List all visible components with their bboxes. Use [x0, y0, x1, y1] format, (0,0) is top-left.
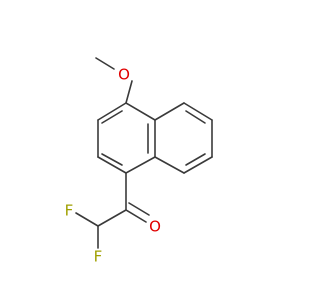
bond-ring-a-6 — [125, 102, 156, 121]
bond-ring-b-2-inner — [185, 110, 206, 124]
bond-methyl-to-oxygen — [95, 57, 115, 70]
methoxy-oxygen-label: O — [118, 66, 130, 84]
bottom-fluorine-label: F — [94, 248, 103, 266]
bond-ring-b-2 — [183, 102, 213, 121]
bond-ring-b-4 — [183, 156, 213, 174]
bond-carbonyl-inner — [128, 202, 150, 216]
bond-ring-a-3 — [97, 156, 127, 174]
structure-canvas: O O F F — [64, 57, 213, 266]
bond-ring-a-4 — [125, 156, 156, 174]
carbonyl-oxygen-label: O — [149, 218, 161, 236]
bond-ring-a-1 — [97, 102, 127, 121]
molecule-diagram: O O F F — [65, 57, 213, 266]
bond-ring-a-3-inner — [101, 153, 123, 166]
bond-carbonyl-carbon-to-cf2 — [97, 209, 127, 227]
bond-ring-b-1 — [154, 102, 185, 121]
bond-carbonyl-outer — [125, 209, 147, 223]
bond-ring-b-5 — [154, 156, 185, 174]
bond-ring-a-1-inner — [101, 110, 123, 124]
bond-cf2-to-top-fluorine — [75, 212, 99, 227]
bond-oxygen-to-ring — [125, 80, 133, 104]
top-fluorine-label: F — [65, 202, 74, 220]
bond-ring-b-4-inner — [185, 153, 206, 166]
